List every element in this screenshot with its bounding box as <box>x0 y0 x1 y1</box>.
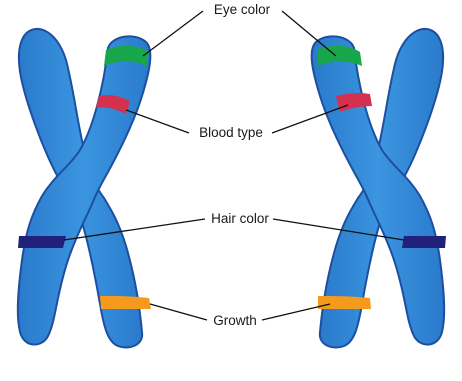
blood-type-leader-left <box>126 110 189 133</box>
right-growth-band <box>318 296 371 309</box>
blood-type-label: Blood type <box>199 125 263 140</box>
right-hair-band <box>402 236 446 248</box>
growth-label: Growth <box>213 313 257 328</box>
eye-color-leader-left <box>143 11 203 56</box>
eye-color-leader-right <box>282 11 336 56</box>
growth-leader-right <box>262 304 330 320</box>
growth-leader-left <box>150 304 207 320</box>
right-chromosome <box>312 29 446 348</box>
left-growth-band <box>100 296 151 309</box>
left-chromosome <box>18 29 151 348</box>
left-hair-band <box>18 236 66 248</box>
hair-color-label: Hair color <box>211 211 269 226</box>
eye-color-label: Eye color <box>214 2 271 17</box>
